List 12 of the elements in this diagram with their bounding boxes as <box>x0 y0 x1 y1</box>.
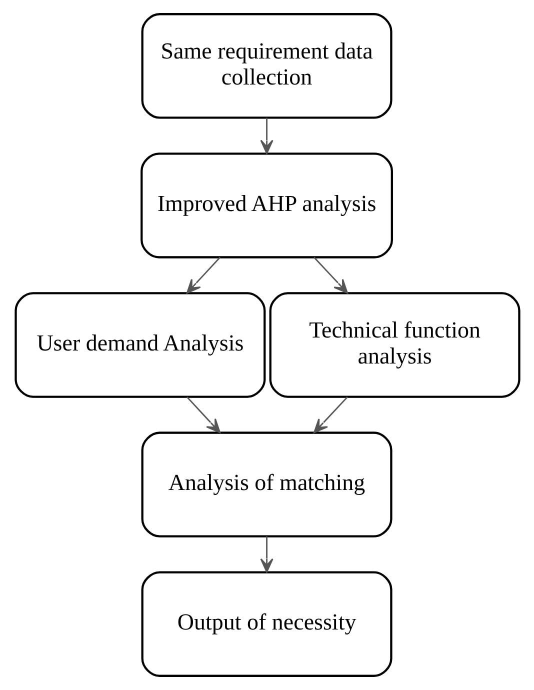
arrow <box>313 396 348 434</box>
arrow <box>313 256 348 294</box>
arrow <box>186 396 220 434</box>
arrow <box>260 118 273 154</box>
arrow <box>260 536 273 573</box>
arrow <box>186 256 220 294</box>
node-box: Improved AHP analysis <box>140 152 393 258</box>
node-box: Output of necessity <box>140 571 392 677</box>
node-box: Same requirement data collection <box>140 13 392 119</box>
node-box: Analysis of matching <box>140 432 392 538</box>
node-box: Technical function analysis <box>268 292 520 398</box>
node-box: User demand Analysis <box>14 292 266 398</box>
